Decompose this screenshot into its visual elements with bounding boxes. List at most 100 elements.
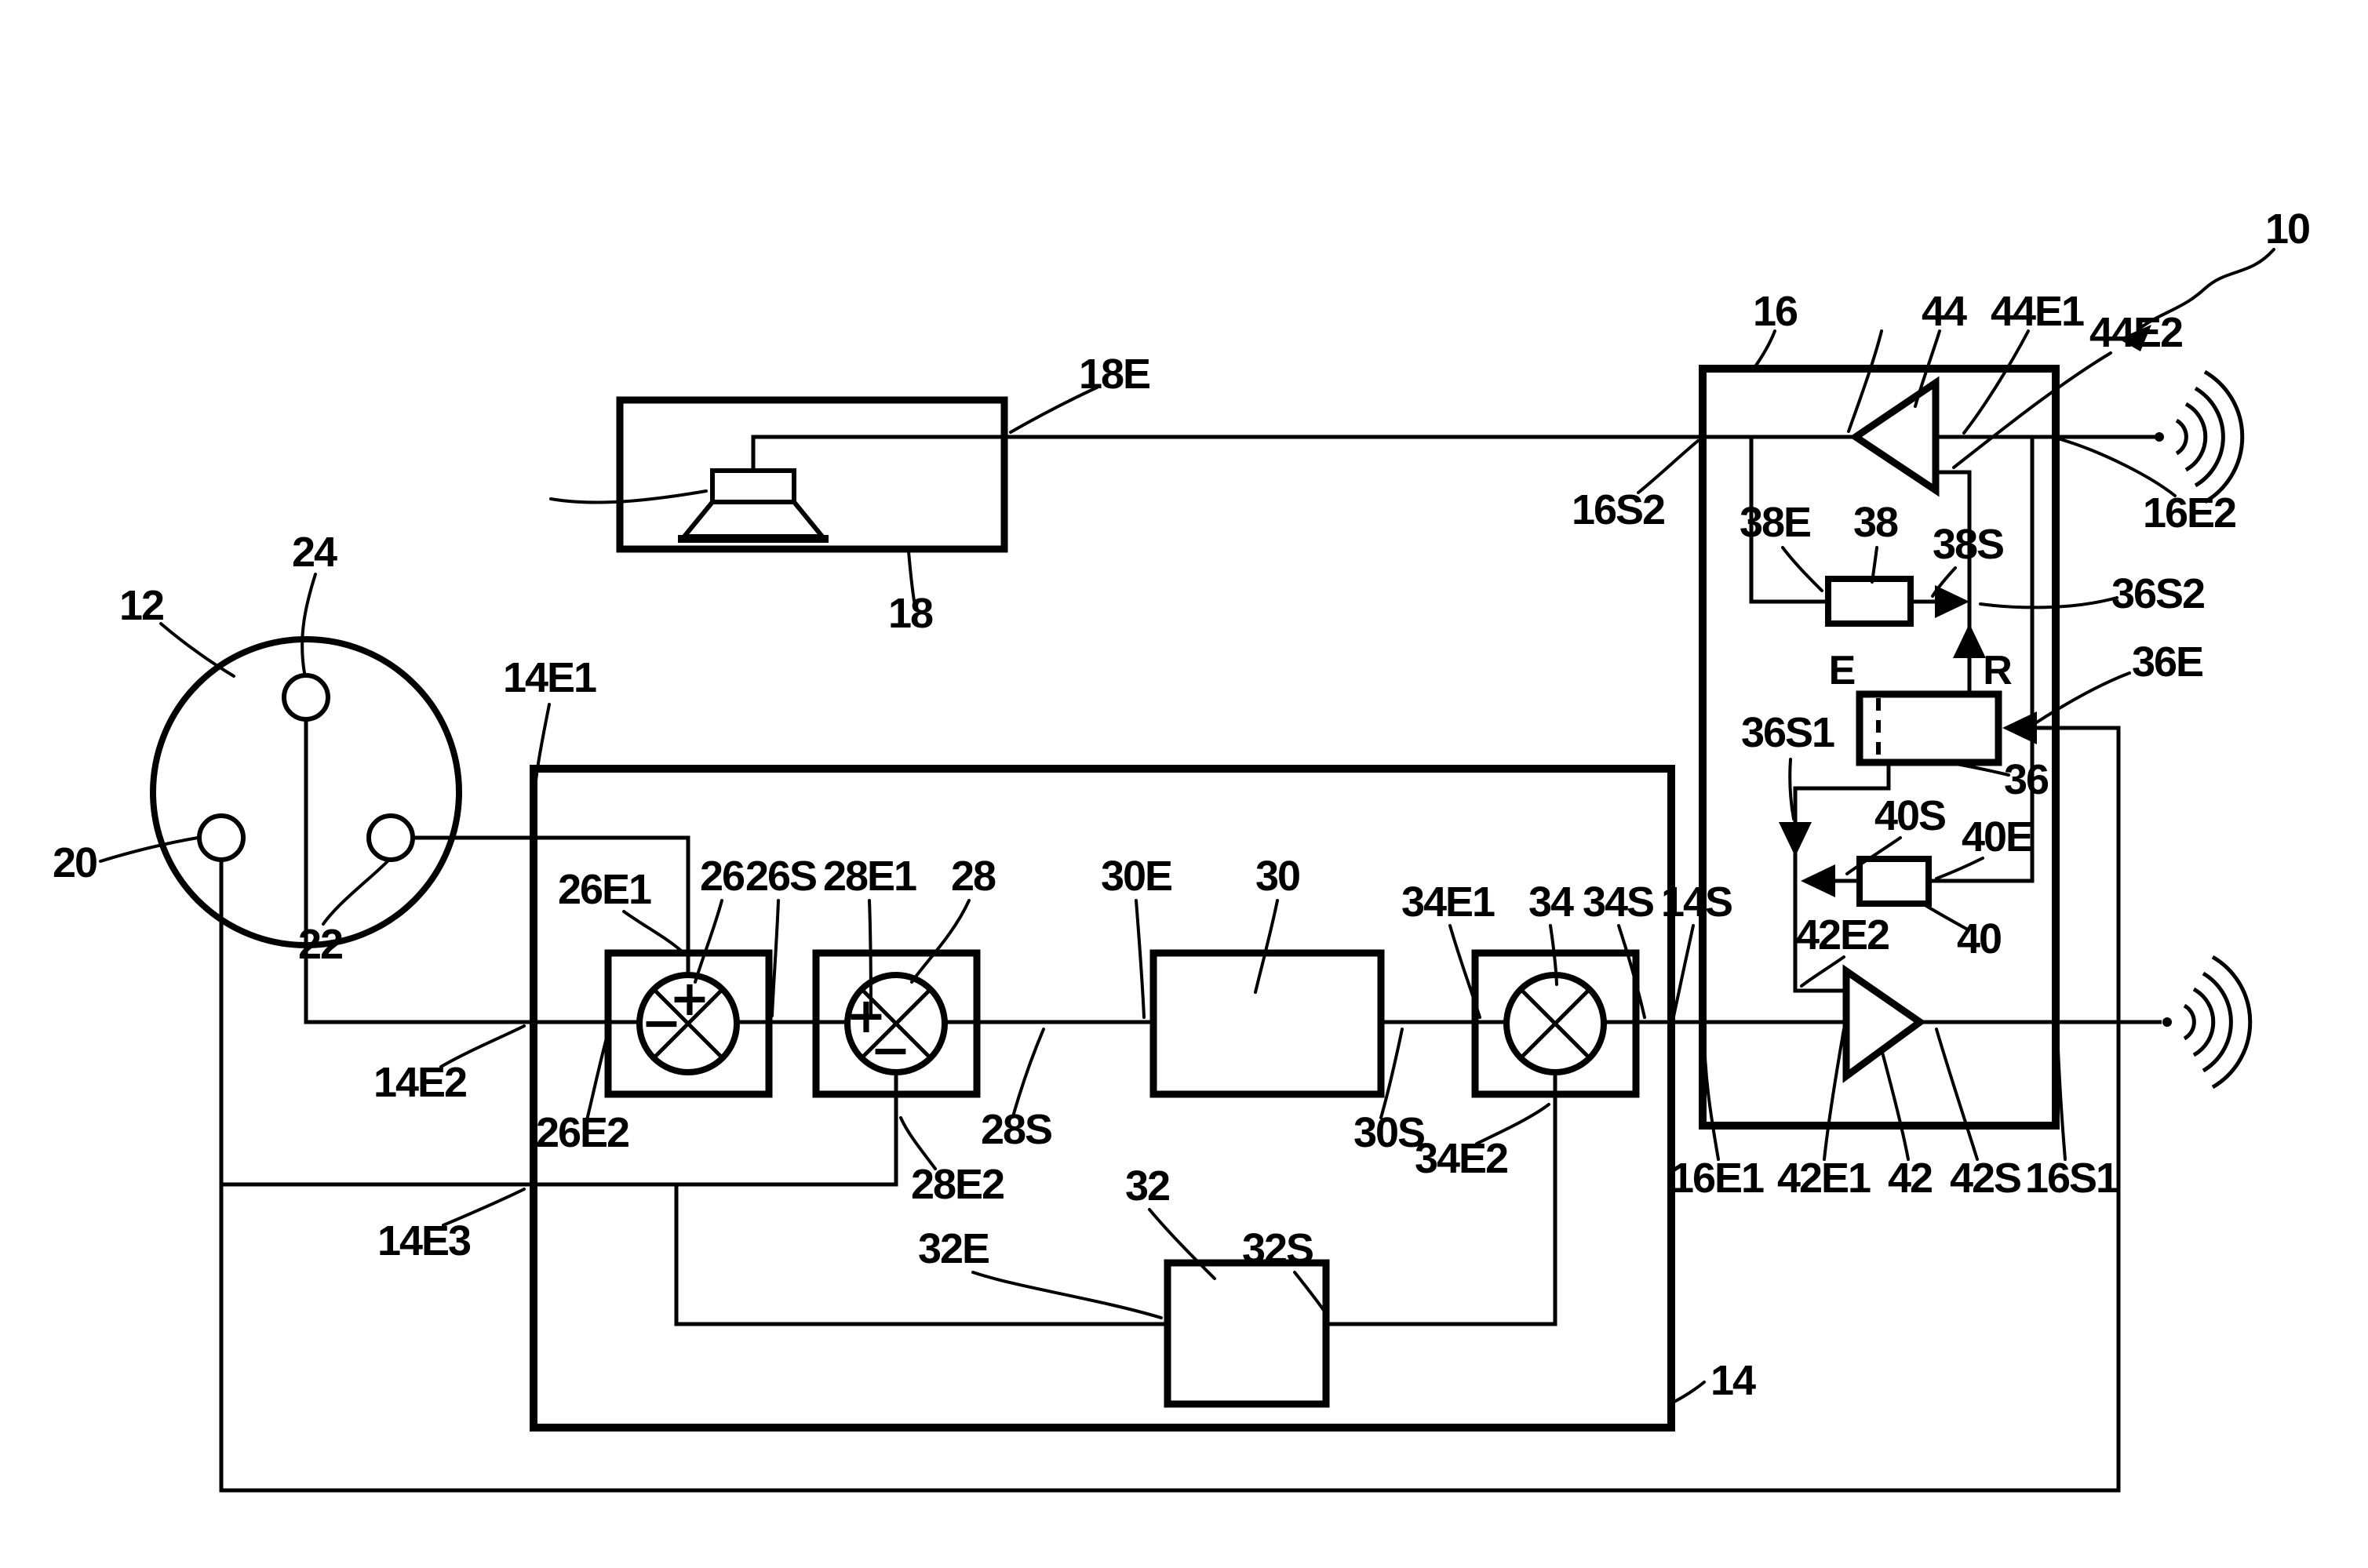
- antenna-arc: [2184, 402, 2208, 472]
- label-44e2: 44E2: [2089, 309, 2182, 356]
- antenna-arc: [2203, 369, 2245, 504]
- leader-22: [322, 860, 389, 926]
- label-14e3: 14E3: [377, 1217, 471, 1264]
- leader-42e2: [1800, 955, 1845, 988]
- label-18e: 18E: [1079, 351, 1149, 398]
- leader-14: [1668, 1381, 1706, 1406]
- label-34s: 34S: [1583, 879, 1653, 926]
- label-16s1: 16S1: [2025, 1155, 2118, 1202]
- leader-30: [1254, 899, 1279, 994]
- mixer-28-x: [860, 988, 932, 1060]
- label-e-port: E: [1829, 648, 1856, 693]
- label-38e: 38E: [1740, 499, 1810, 546]
- label-r-port: R: [1983, 648, 2013, 693]
- leader-20: [99, 836, 199, 863]
- label-30s: 30S: [1353, 1109, 1424, 1156]
- antenna-arc: [2211, 955, 2253, 1090]
- wire-14e3-to-28e2: [221, 1072, 898, 1187]
- wire-to-32e: [674, 1184, 1168, 1326]
- leader-18: [907, 550, 916, 602]
- leader-42e1: [1823, 1028, 1845, 1161]
- label-34e1: 34E1: [1401, 879, 1495, 926]
- leader-16: [1752, 329, 1776, 370]
- label-42: 42: [1888, 1155, 1932, 1202]
- antenna-arc: [2192, 987, 2216, 1057]
- label-40e: 40E: [1962, 813, 2032, 860]
- leader-14e2: [439, 1024, 526, 1068]
- mixer-28-box: [812, 949, 981, 1098]
- label-14e2: 14E2: [373, 1059, 466, 1106]
- label-16e2: 16E2: [2143, 489, 2235, 537]
- mixer-28: + −: [812, 949, 981, 1098]
- leader-40e: [1935, 857, 1984, 880]
- label-26: 26: [700, 853, 745, 900]
- leader-14e1: [532, 703, 551, 825]
- leader-28s: [1012, 1028, 1045, 1115]
- label-36s2: 36S2: [2111, 570, 2204, 617]
- label-30e: 30E: [1101, 853, 1171, 900]
- leader-34e1: [1448, 924, 1481, 1019]
- leader-28: [910, 899, 971, 984]
- wire-44s-tap-to-38e: [1749, 437, 1828, 604]
- mixer-26-plus: +: [669, 970, 710, 1027]
- leader-36s1: [1788, 758, 1795, 820]
- leader-32s: [1293, 1271, 1328, 1316]
- label-14e1: 14E1: [503, 654, 596, 701]
- box-18-speaker-unit: [616, 396, 1008, 553]
- leader-30s: [1379, 1028, 1404, 1119]
- leader-14e3: [442, 1188, 526, 1227]
- wire-receive-tap-to-40e: [1929, 437, 2035, 883]
- label-42s: 42S: [1950, 1155, 2020, 1202]
- label-18: 18: [888, 590, 933, 637]
- leader-12: [159, 622, 235, 678]
- label-14s: 14S: [1661, 879, 1732, 926]
- mixer-34-x: [1519, 988, 1591, 1060]
- antenna-arc: [2183, 1003, 2196, 1041]
- label-40s: 40S: [1874, 792, 1945, 839]
- label-42e2: 42E2: [1796, 911, 1889, 959]
- label-26e2: 26E2: [536, 1109, 628, 1156]
- leader-26e1: [622, 910, 683, 952]
- antenna-arc: [2175, 418, 2188, 456]
- wire-20-reference-loop: [219, 726, 2121, 1493]
- leader-38e: [1781, 546, 1823, 592]
- label-16s2: 16S2: [1572, 486, 1664, 533]
- antenna-waves-bottom-icon: [2162, 955, 2253, 1090]
- label-24: 24: [292, 529, 337, 576]
- leader-40: [1922, 903, 1968, 930]
- label-34: 34: [1528, 879, 1574, 926]
- leader-28e1: [868, 899, 873, 1019]
- terminal-24: [282, 673, 330, 722]
- leader-26e2: [583, 1028, 610, 1131]
- wire-receive-line: [751, 435, 2162, 471]
- box-30: [1149, 949, 1385, 1098]
- label-36: 36: [2004, 756, 2049, 803]
- leader-16e2: [2059, 438, 2177, 497]
- leader-36: [1951, 762, 2010, 777]
- box-36: [1856, 690, 2002, 766]
- amp-42-triangle: [1842, 964, 1926, 1083]
- label-42e1: 42E1: [1777, 1155, 1871, 1202]
- leader-16s1: [2056, 1028, 2067, 1161]
- label-10: 10: [2265, 206, 2309, 253]
- label-26e1: 26E1: [558, 866, 651, 913]
- label-12: 12: [119, 582, 163, 629]
- loudspeaker-cone: [679, 500, 828, 539]
- leader-10-arrowhead: [2118, 325, 2151, 351]
- leader-44e1: [1962, 329, 2030, 435]
- leader-10: [2139, 248, 2275, 329]
- box-32: [1164, 1259, 1330, 1408]
- label-28e1: 28E1: [823, 853, 916, 900]
- leader-28e2: [899, 1116, 937, 1170]
- wire-32s-to-34e2: [1326, 1072, 1557, 1326]
- leader-26s: [771, 899, 780, 1017]
- leader-40s: [1845, 836, 1902, 875]
- label-22: 22: [298, 921, 342, 968]
- leader-32e: [971, 1271, 1163, 1319]
- antenna-waves-top-icon: [2155, 369, 2245, 504]
- label-44e1: 44E1: [1991, 288, 2084, 335]
- label-38: 38: [1853, 499, 1898, 546]
- leader-18e: [1009, 386, 1098, 434]
